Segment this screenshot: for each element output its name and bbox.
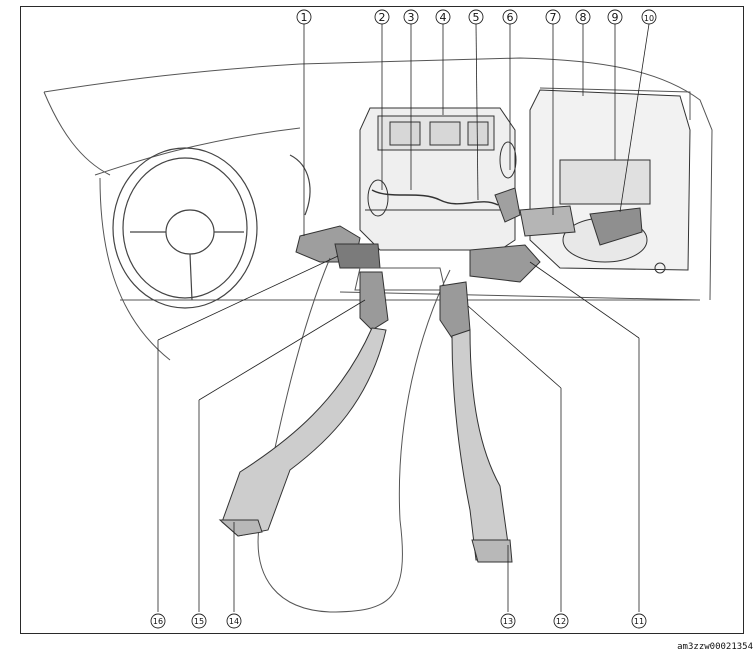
svg-text:7: 7 xyxy=(550,11,557,24)
svg-text:10: 10 xyxy=(644,14,654,23)
svg-text:16: 16 xyxy=(153,617,163,626)
callouts: 1 2 3 4 5 6 7 8 9 10 11 12 13 14 15 16 xyxy=(150,9,657,629)
svg-text:4: 4 xyxy=(440,11,447,24)
svg-text:2: 2 xyxy=(379,11,386,24)
svg-text:13: 13 xyxy=(503,617,513,626)
svg-text:15: 15 xyxy=(194,617,204,626)
callout-12: 12 xyxy=(553,613,569,629)
callout-5: 5 xyxy=(468,9,484,25)
side-ducts xyxy=(295,187,541,283)
steering-wheel xyxy=(112,147,311,309)
callout-15: 15 xyxy=(191,613,207,629)
diagram-frame xyxy=(20,6,744,634)
svg-text:12: 12 xyxy=(556,617,566,626)
svg-text:9: 9 xyxy=(612,11,619,24)
svg-text:5: 5 xyxy=(473,11,480,24)
svg-text:6: 6 xyxy=(507,11,514,24)
hvac-unit xyxy=(359,107,517,251)
center-console xyxy=(257,257,451,613)
rear-duct-left xyxy=(218,271,389,537)
svg-text:8: 8 xyxy=(580,11,587,24)
callout-2: 2 xyxy=(374,9,390,25)
leader-lines xyxy=(157,23,650,612)
callout-3: 3 xyxy=(403,9,419,25)
rear-duct-right xyxy=(439,281,513,563)
callout-6: 6 xyxy=(502,9,518,25)
image-code: am3zzw00021354 xyxy=(677,642,753,652)
svg-text:14: 14 xyxy=(229,617,239,626)
callout-10: 10 xyxy=(641,9,657,25)
callout-13: 13 xyxy=(500,613,516,629)
svg-text:3: 3 xyxy=(408,11,415,24)
callout-14: 14 xyxy=(226,613,242,629)
callout-8: 8 xyxy=(575,9,591,25)
blower-unit xyxy=(519,89,691,274)
svg-text:1: 1 xyxy=(301,11,308,24)
callout-9: 9 xyxy=(607,9,623,25)
callout-4: 4 xyxy=(435,9,451,25)
callout-1: 1 xyxy=(296,9,312,25)
svg-text:11: 11 xyxy=(634,617,644,626)
callout-16: 16 xyxy=(150,613,166,629)
callout-11: 11 xyxy=(631,613,647,629)
callout-7: 7 xyxy=(545,9,561,25)
